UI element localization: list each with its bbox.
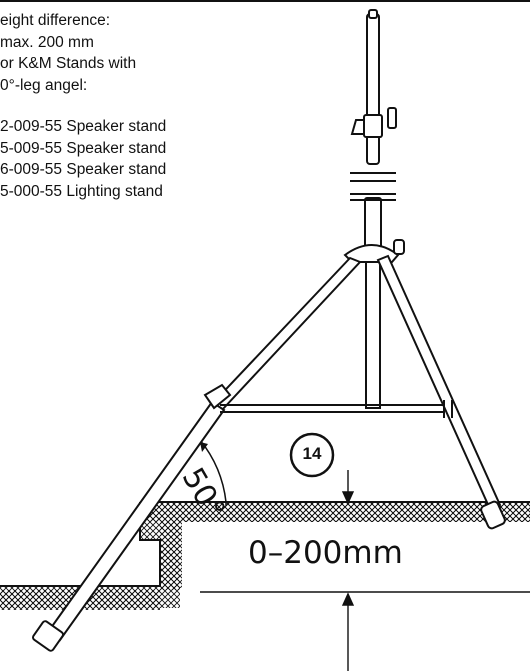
note-line: or K&M Stands with [0, 55, 137, 72]
product-line: 5-009-55 Speaker stand [0, 139, 167, 157]
leg-brace [220, 400, 453, 418]
column-break [350, 172, 396, 201]
note-line: 0°-leg angel: [0, 76, 88, 94]
angle-arrow-top [200, 442, 208, 452]
dimension-lines [200, 470, 530, 671]
center-column [350, 9, 397, 409]
top-border [0, 0, 530, 2]
note-line: max. 200 mm [0, 33, 94, 51]
step-riser [160, 522, 182, 588]
notes-block: eight difference: max. 200 mm or K&M Sta… [0, 10, 166, 202]
left-leg [32, 256, 362, 652]
step-badge [289, 432, 335, 478]
upper-ground [140, 503, 530, 522]
product-line: 5-000-55 Lighting stand [0, 182, 163, 200]
housing-knob [393, 239, 405, 255]
product-line: 2-009-55 Speaker stand [0, 118, 167, 135]
step-badge-label: 14 [302, 444, 322, 463]
note-line: eight difference: [0, 12, 111, 29]
dimension-label: 0–200mm [248, 535, 403, 571]
right-leg [376, 254, 506, 530]
product-line: 6-009-55 Speaker stand [0, 161, 167, 178]
